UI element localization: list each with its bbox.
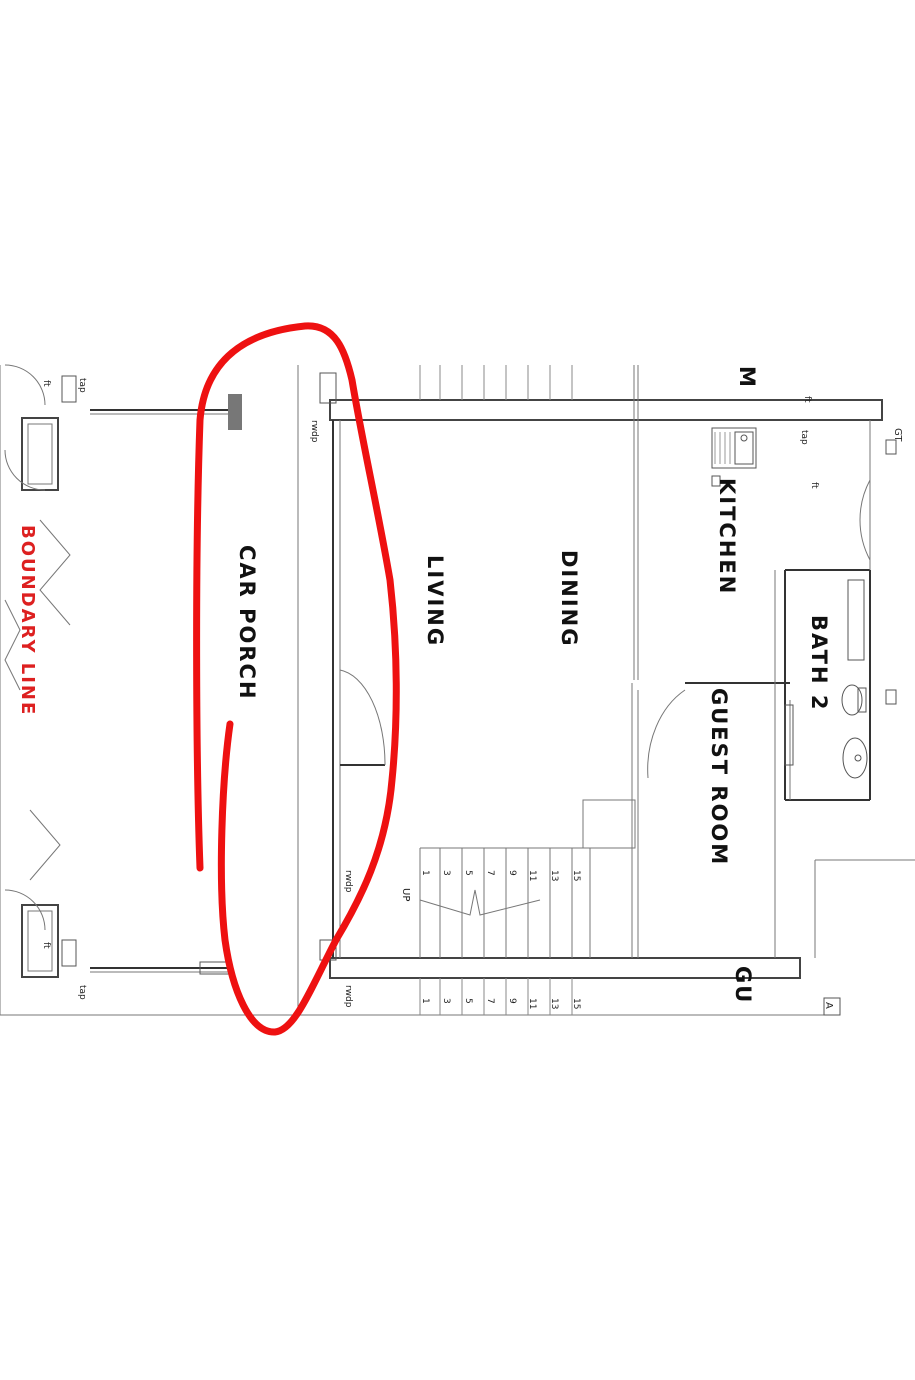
stair-number: 3: [441, 870, 451, 876]
stair-number: 11: [527, 870, 537, 881]
boundary-line-label: BOUNDARY LINE: [17, 525, 38, 716]
stair-number: 5: [463, 870, 473, 876]
gate-pillar-top: [21, 417, 59, 491]
staircase-lower: [419, 847, 591, 958]
bath2-label: BATH 2: [807, 615, 831, 711]
stair-number: 11: [527, 998, 537, 1009]
stair-number: 9: [507, 998, 517, 1004]
dining-label: DINING: [557, 550, 581, 647]
tap-label-kitchen: tap: [799, 430, 809, 445]
stair-number: 15: [571, 870, 581, 881]
porch-column-top: [228, 394, 242, 430]
staircase-bottom: [419, 978, 573, 1015]
guest-room-label: GUEST ROOM: [707, 688, 731, 866]
small-annotations: tap ft ft GT UP rwdp rwdp A: [343, 396, 903, 1016]
toilet-icon: [841, 684, 863, 716]
stair-number: 3: [441, 998, 451, 1004]
red-loop-outline: [193, 322, 400, 1036]
tap-label-top: tap: [77, 378, 87, 393]
room-labels: LIVING DINING KITCHEN BATH 2 GUEST ROOM …: [423, 366, 831, 1004]
ft-label-top: ft: [41, 380, 51, 387]
rwdp-label-2: rwdp: [343, 870, 353, 893]
boundary-area: BOUNDARY LINE tap ft ft tap: [4, 364, 230, 1000]
stair-number: 5: [463, 998, 473, 1004]
rwdp-label-3: rwdp: [343, 985, 353, 1008]
ft-label-kitchen-2: ft: [802, 396, 812, 403]
a-label-partial: A: [823, 1002, 834, 1009]
ft-label-kitchen: ft: [809, 482, 819, 489]
kitchen-label: KITCHEN: [715, 478, 739, 595]
red-annotation: [193, 322, 400, 1036]
room-label-partial-gu: GU: [731, 966, 755, 1004]
room-label-partial-m: M: [735, 366, 759, 389]
stair-number: 13: [549, 870, 559, 881]
car-porch-label: CAR PORCH: [235, 545, 259, 701]
bath-fixtures: [784, 579, 868, 779]
stair-number: 9: [507, 870, 517, 876]
stair-number: 7: [485, 870, 495, 876]
stair-number: 1: [420, 870, 430, 876]
stair-number: 1: [420, 998, 430, 1004]
up-label: UP: [400, 888, 411, 901]
ft-label-bottom: ft: [41, 942, 51, 949]
gate-pillar-bottom: [21, 904, 59, 978]
rwdp-label-1: rwdp: [309, 420, 319, 443]
washbasin-icon: [842, 737, 868, 779]
stair-number: 13: [549, 998, 559, 1009]
stair-number: 15: [571, 998, 581, 1009]
staircase-top: [419, 365, 573, 400]
living-label: LIVING: [423, 555, 447, 647]
tap-label-bottom: tap: [77, 985, 87, 1000]
kitchen-sink: [711, 427, 757, 487]
stair-number: 7: [485, 998, 495, 1004]
house-walls: [319, 365, 915, 979]
stair-numbers-lower: 1 3 5 7 9 11 13 15: [420, 870, 581, 881]
stair-numbers-bottom: 1 3 5 7 9 11 13 15: [420, 998, 581, 1009]
car-porch-area: CAR PORCH rwdp: [199, 365, 319, 1015]
gt-label: GT: [892, 428, 903, 442]
